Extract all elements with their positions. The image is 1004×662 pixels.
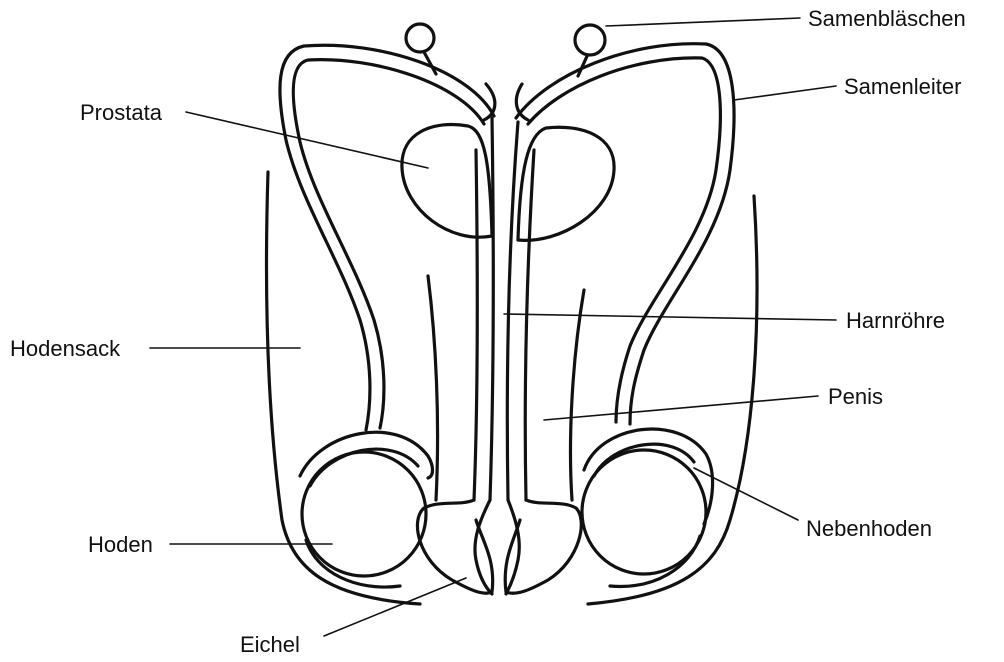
leader-penis [544, 396, 818, 420]
urethra-right-line [507, 122, 518, 500]
leader-harnroehre [504, 314, 836, 320]
seminal-vesicle-right-bulb [575, 25, 605, 55]
glans-center-right [506, 500, 519, 594]
label-hoden: Hoden [88, 532, 153, 557]
glans-right [505, 500, 581, 593]
leader-samenleiter [734, 86, 836, 100]
urethra-left-line [490, 118, 493, 500]
seminal-vesicle-left-bulb [406, 24, 434, 52]
label-prostata: Prostata [80, 100, 163, 125]
scrotum-left-outline [267, 172, 420, 604]
scrotum-right-outline [588, 196, 757, 604]
epididymis-left-inner [310, 449, 418, 486]
label-nebenhoden: Nebenhoden [806, 516, 932, 541]
penis-shaft-left [474, 150, 477, 500]
glans-center-left [475, 500, 492, 594]
label-eichel: Eichel [240, 632, 300, 657]
label-penis: Penis [828, 384, 883, 409]
leader-samenblaeschen [606, 18, 800, 26]
testis-left-bottom [306, 540, 400, 587]
label-samenblaeschen: Samenbläschen [808, 6, 966, 31]
label-samenleiter: Samenleiter [844, 74, 961, 99]
penis-shaft-right [525, 150, 534, 500]
vas-deferens-right-inner [528, 58, 720, 422]
vas-deferens-left-outer [280, 45, 494, 430]
label-hodensack: Hodensack [10, 336, 121, 361]
vas-deferens-left-inner [293, 60, 484, 428]
scrotum-right-inner-line [571, 290, 585, 500]
prostate-left-lobe [402, 125, 492, 238]
leader-prostata [186, 112, 428, 168]
label-harnroehre: Harnröhre [846, 308, 945, 333]
